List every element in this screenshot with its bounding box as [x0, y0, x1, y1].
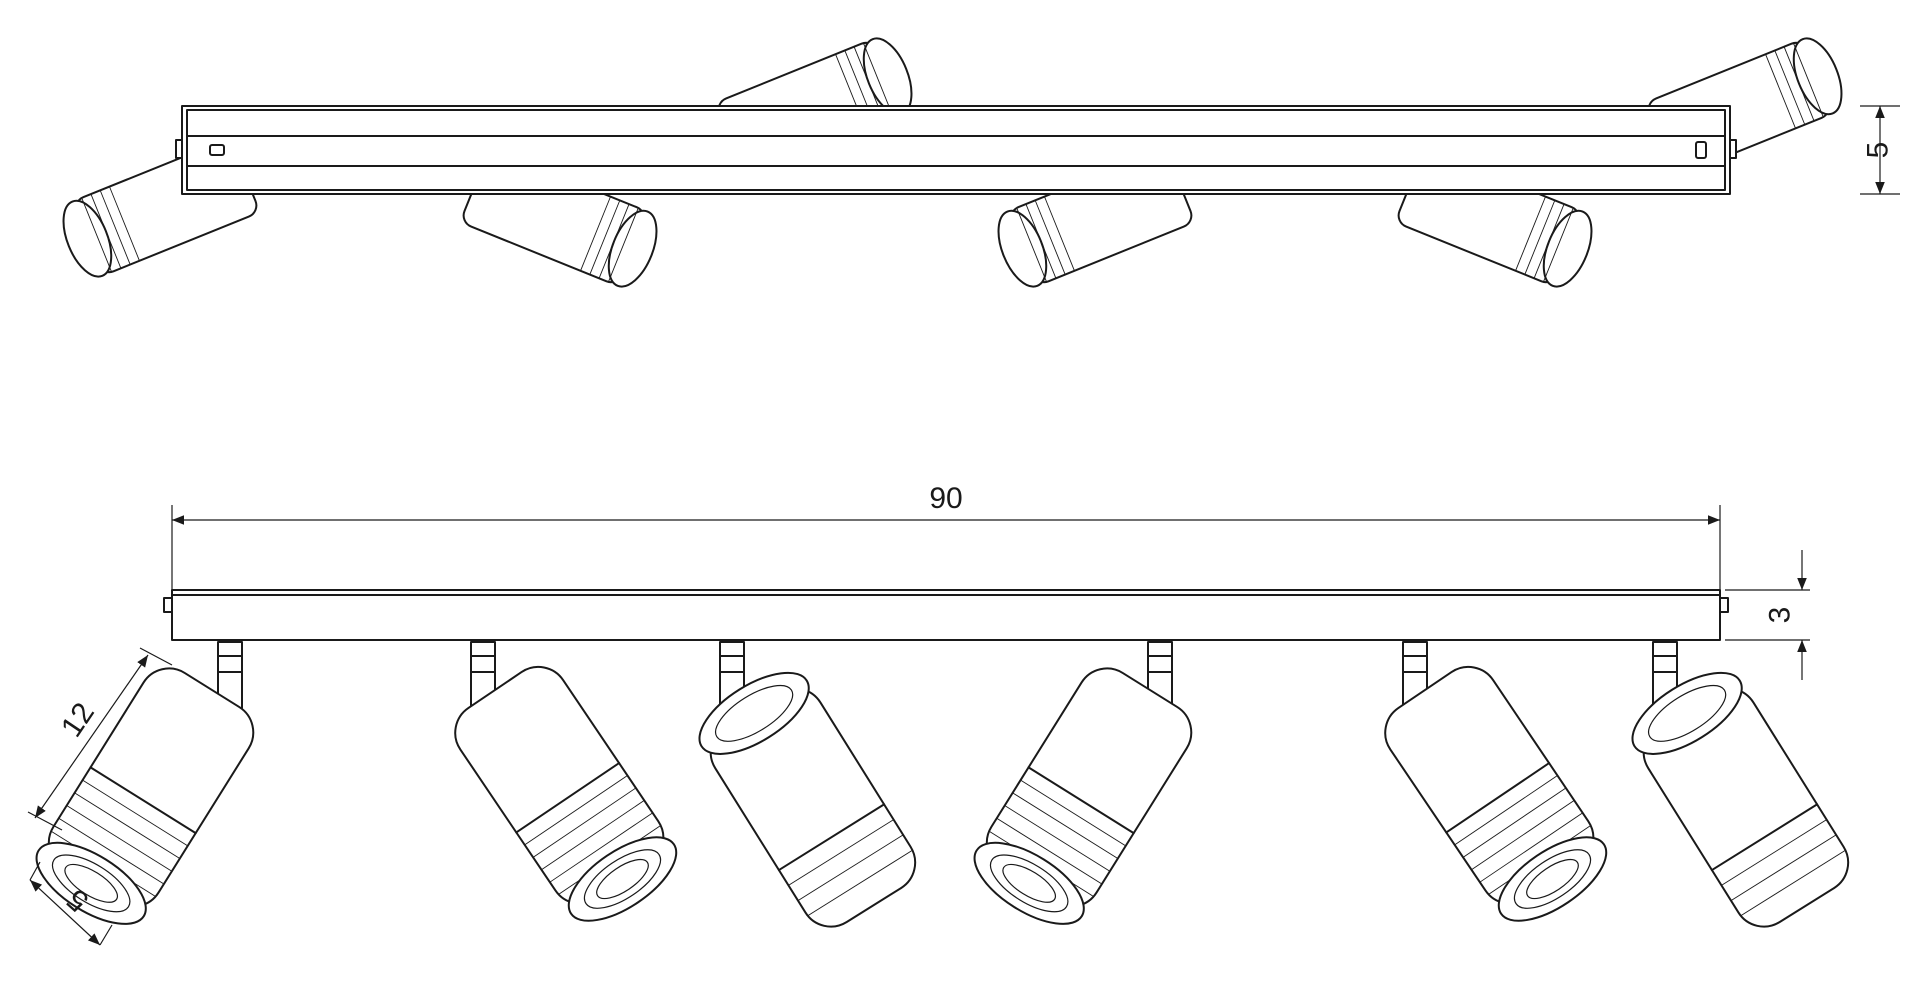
screw-slot-right: [1695, 141, 1707, 159]
dimension-top-height: 5: [1860, 105, 1900, 195]
dimension-total-length: 90: [171, 482, 1721, 590]
dimension-base-height: 3: [1725, 550, 1810, 680]
spotlight-1: [22, 656, 266, 941]
spotlight-4: [960, 656, 1204, 941]
top-rail: [181, 105, 1731, 195]
dimension-top-height-label: 5: [1862, 142, 1895, 159]
dimension-base-height-label: 3: [1764, 607, 1797, 624]
dimension-total-length-label: 90: [929, 482, 962, 515]
dimension-spot-length-label: 12: [55, 697, 101, 743]
top-view: 5: [52, 30, 1900, 295]
screw-slot-left: [209, 144, 225, 156]
front-view: 90 3: [22, 482, 1861, 946]
base-plate: [171, 589, 1721, 641]
